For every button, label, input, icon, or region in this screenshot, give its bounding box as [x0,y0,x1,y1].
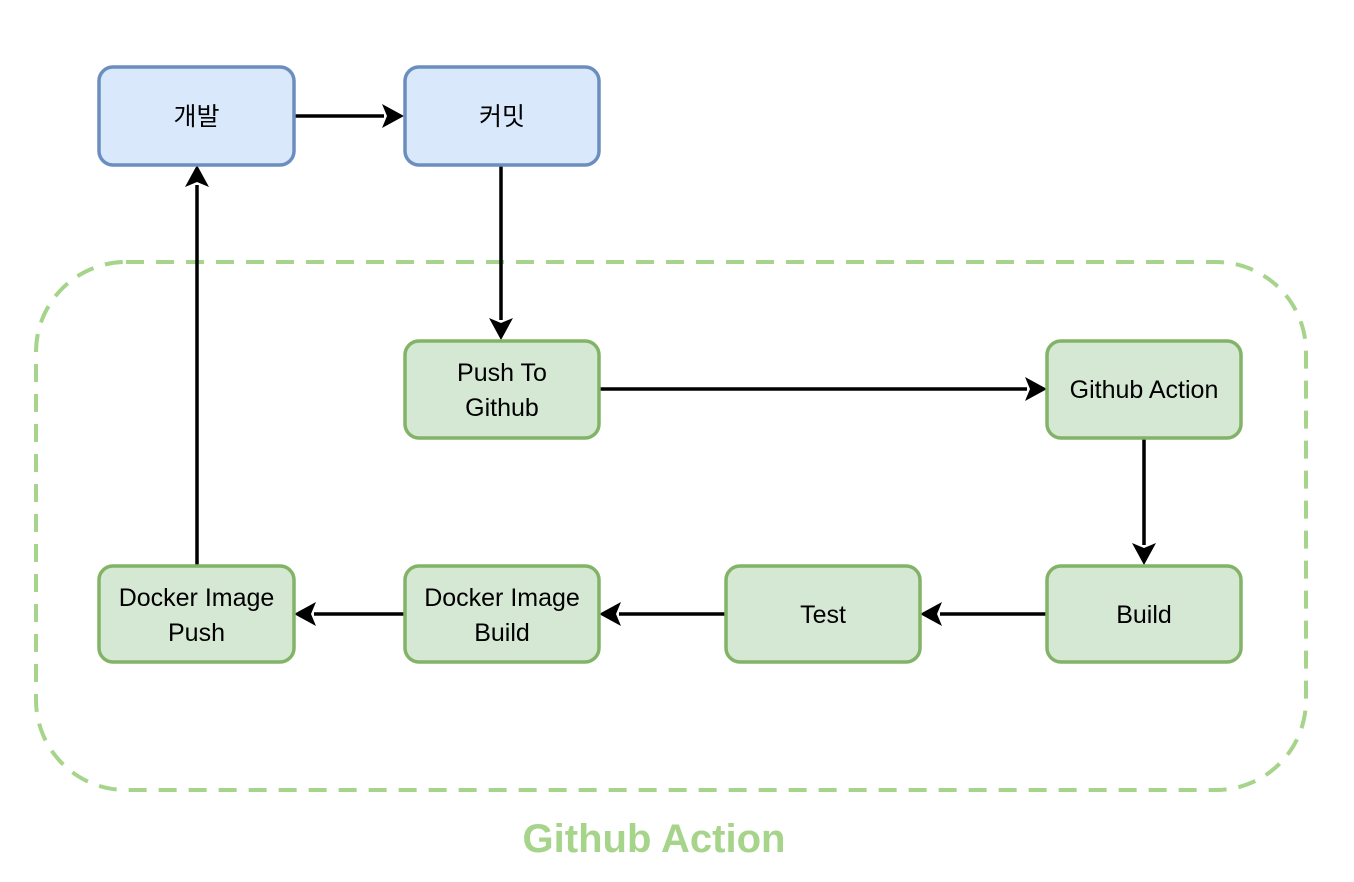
node-docker-image-build[interactable]: Docker Image Build [403,564,601,664]
edge-docker-push-to-develop [185,165,209,565]
node-build[interactable]: Build [1045,564,1243,664]
node-develop[interactable]: 개발 [97,65,296,167]
edge-docker-build-to-docker-push [294,602,405,626]
edge-github-action-to-build [1132,438,1156,565]
node-docker-image-push-label-line2: Push [168,619,225,647]
node-test[interactable]: Test [724,564,922,664]
node-push-to-github-label-line1: Push To [457,359,547,387]
edges [185,104,1156,626]
node-test-label: Test [800,601,846,629]
node-docker-image-build-label-line2: Build [474,619,530,647]
group-label: Github Action [523,817,786,861]
node-github-action[interactable]: Github Action [1045,339,1243,440]
edge-push-to-github-action [599,377,1047,401]
github-action-group [34,260,1308,792]
edge-commit-to-push [489,165,513,340]
edge-develop-to-commit [294,104,404,128]
node-push-to-github[interactable]: Push To Github [403,339,601,440]
node-github-action-label: Github Action [1070,376,1219,404]
node-docker-image-build-label-line1: Docker Image [424,584,580,612]
edge-test-to-docker-build [599,602,726,626]
node-docker-image-push[interactable]: Docker Image Push [97,564,296,664]
node-docker-image-push-label-line1: Docker Image [119,584,275,612]
node-commit[interactable]: 커밋 [403,65,601,167]
node-build-label: Build [1116,601,1172,629]
edge-build-to-test [920,602,1047,626]
node-commit-label: 커밋 [479,103,525,131]
node-push-to-github-label-line2: Github [465,394,539,422]
node-develop-label: 개발 [173,103,219,131]
